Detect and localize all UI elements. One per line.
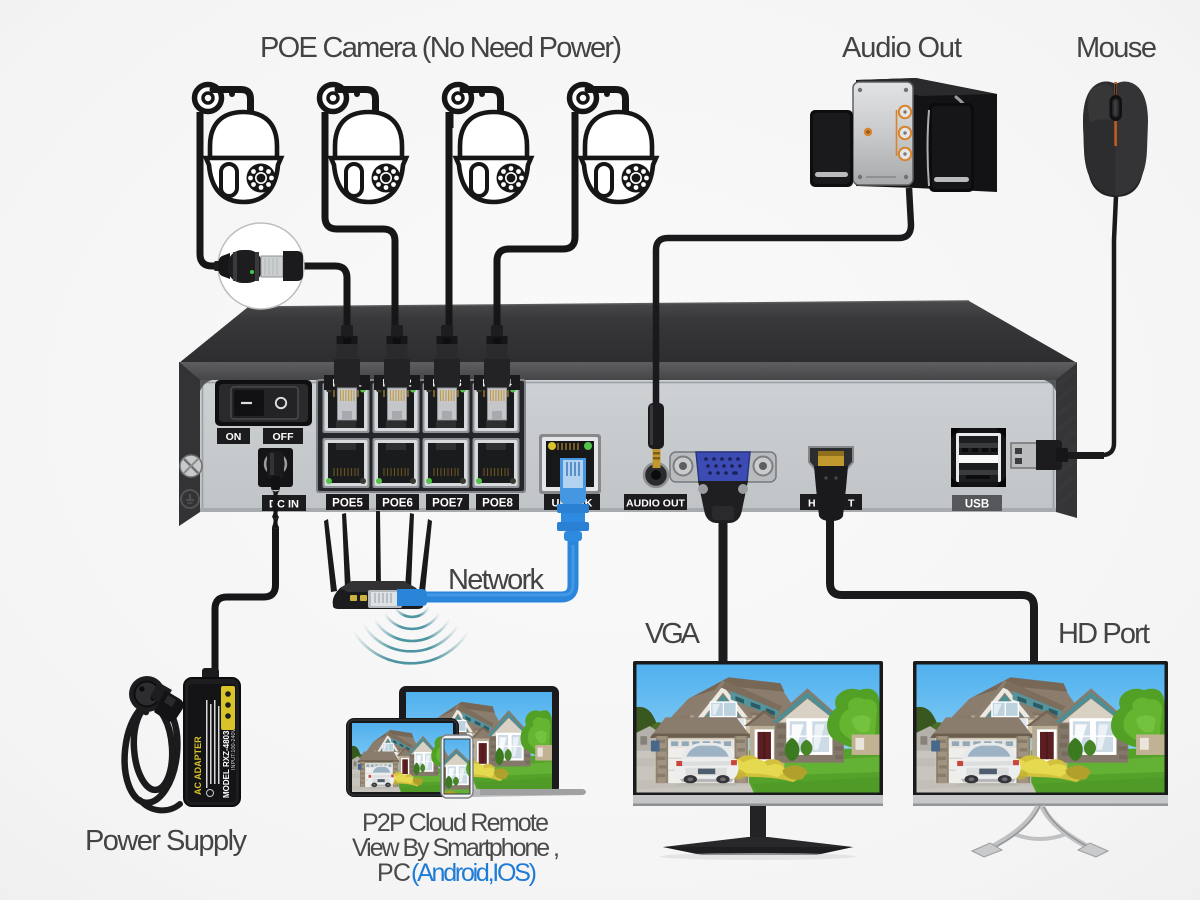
svg-text:POE7: POE7 xyxy=(432,498,463,510)
svg-text:View By Smartphone ,: View By Smartphone , xyxy=(352,834,560,862)
svg-text:POE5: POE5 xyxy=(332,498,363,510)
svg-text:USB: USB xyxy=(965,499,989,511)
svg-text:AC ADAPTER: AC ADAPTER xyxy=(193,736,203,795)
svg-text:HD Port: HD Port xyxy=(1058,618,1150,650)
svg-text:Network: Network xyxy=(448,564,545,596)
svg-text:MODEL RXZ-4803: MODEL RXZ-4803 xyxy=(222,730,231,798)
svg-text:T: T xyxy=(848,498,855,510)
svg-text:Power Supply: Power Supply xyxy=(85,825,248,857)
svg-text:POE Camera (No Need Power): POE Camera (No Need Power) xyxy=(260,32,622,64)
svg-text:OFF: OFF xyxy=(273,431,295,443)
svg-text:(Android,IOS): (Android,IOS) xyxy=(411,859,537,887)
svg-text:PC: PC xyxy=(377,859,411,887)
svg-text:H: H xyxy=(808,498,816,510)
svg-text:Audio Out: Audio Out xyxy=(842,32,962,64)
svg-text:POE6: POE6 xyxy=(382,498,413,510)
svg-text:POE8: POE8 xyxy=(482,498,513,510)
svg-text:P2P Cloud Remote: P2P Cloud Remote xyxy=(362,809,549,837)
svg-text:Mouse: Mouse xyxy=(1076,32,1157,64)
svg-text:ON: ON xyxy=(226,431,242,443)
svg-text:AUDIO OUT: AUDIO OUT xyxy=(626,498,686,510)
svg-text:INPUT:100-240V: INPUT:100-240V xyxy=(231,728,237,770)
svg-text:VGA: VGA xyxy=(645,618,701,650)
